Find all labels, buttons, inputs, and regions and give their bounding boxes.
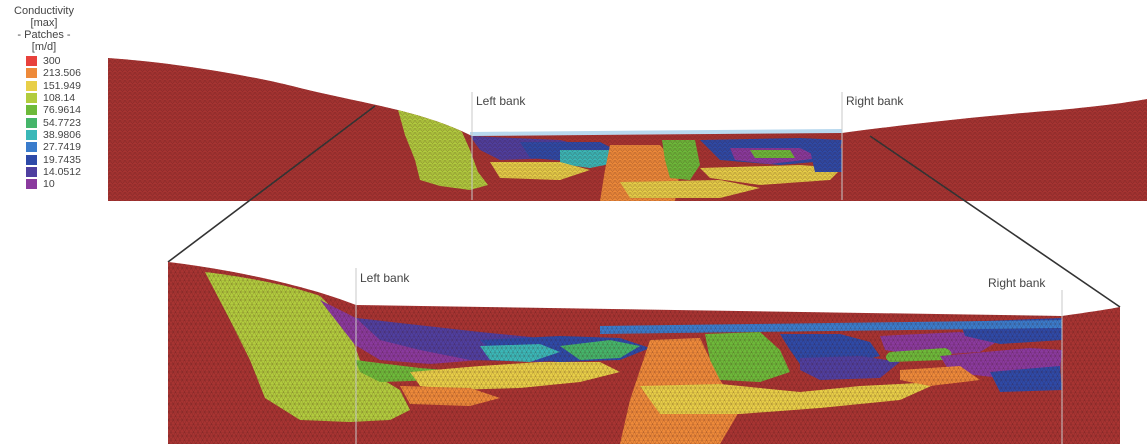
legend-label: 10 [43,178,55,191]
legend-title-line-1: Conductivity [max] [14,5,74,29]
legend-label: 54.7723 [43,116,81,129]
legend-swatch [26,93,37,104]
overview-left-bank-label: Left bank [476,94,526,108]
zoom-connector-left [167,105,376,263]
legend-title: Conductivity [max] - Patches - [m/d] [4,5,84,53]
zoom-right-bank-label: Right bank [988,276,1046,290]
legend-swatch [26,179,37,190]
legend-item: 108.14 [4,92,114,104]
overview-section: Left bank Right bank [108,58,1147,201]
legend-label: 14.0512 [43,165,81,178]
legend-label: 300 [43,55,61,68]
legend-swatch [26,68,37,79]
legend-item: 14.0512 [4,166,114,178]
zoom-section: Left bank Right bank [168,262,1120,444]
legend-swatch [26,80,37,91]
legend-item: 54.7723 [4,116,114,129]
legend-title-line-2: - Patches - [17,29,71,41]
legend-swatch [26,166,37,177]
legend-item: 213.506 [4,67,114,79]
zoom-left-bank-label: Left bank [360,271,410,285]
legend-swatch [26,117,37,128]
legend-label: 76.9614 [43,104,81,117]
legend-item: 10 [4,178,114,190]
legend-swatch [26,142,37,153]
legend-label: 151.949 [43,79,81,92]
conductivity-legend: Conductivity [max] - Patches - [m/d] 300… [4,5,114,190]
legend-item: 76.9614 [4,104,114,116]
legend-item: 151.949 [4,80,114,92]
legend-label: 38.9806 [43,128,81,141]
legend-swatch [26,56,37,67]
zoom-mesh [168,262,1120,444]
legend-title-line-3: [m/d] [31,41,57,53]
legend-label: 27.7419 [43,141,81,154]
legend-label: 108.14 [43,92,76,105]
legend-label: 19.7435 [43,153,81,166]
legend-swatch [26,129,37,140]
legend-swatch [26,105,37,116]
legend-item: 38.9806 [4,129,114,141]
legend-swatch [26,154,37,165]
legend-item: 300 [4,55,114,67]
legend-item: 19.7435 [4,153,114,166]
legend-label: 213.506 [43,67,81,80]
zoom-connector-right [869,135,1121,308]
overview-right-bank-label: Right bank [846,94,904,108]
overview-mesh [108,58,1147,201]
legend-item: 27.7419 [4,141,114,153]
